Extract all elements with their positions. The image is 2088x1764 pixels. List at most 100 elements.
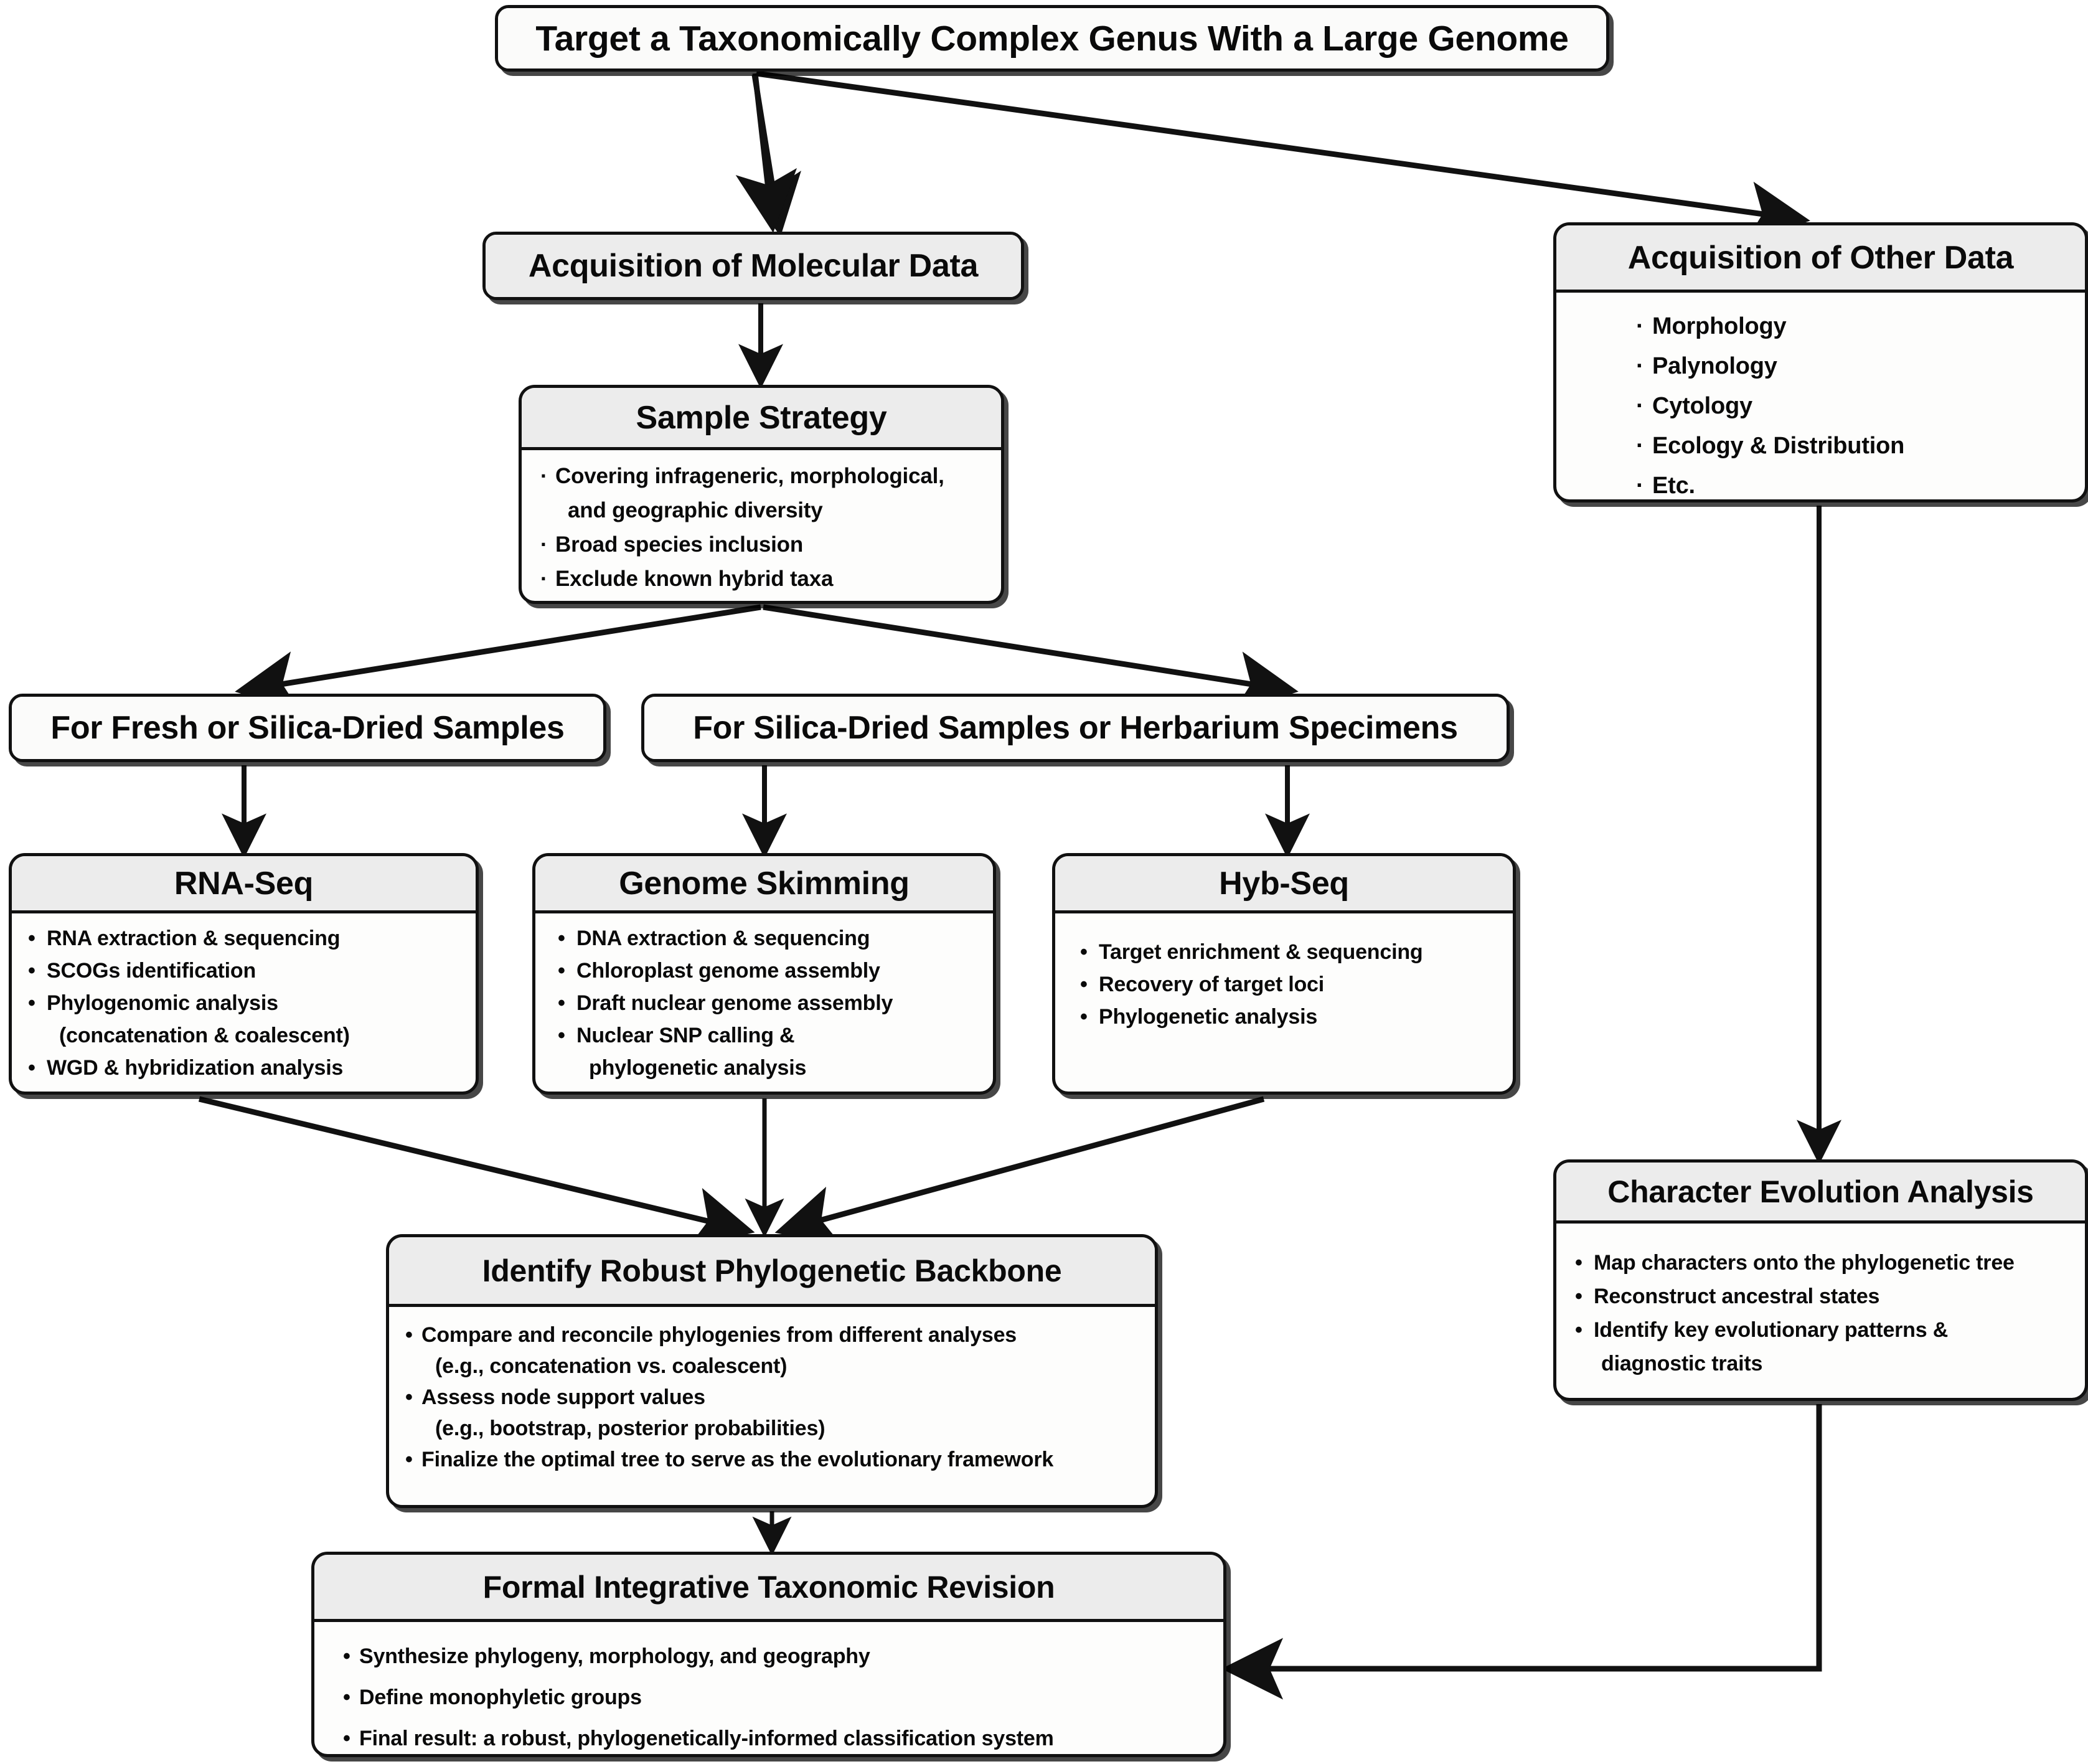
bullet-marker: •	[1575, 1251, 1582, 1275]
node-target-genus[interactable]: Target a Taxonomically Complex Genus Wit…	[495, 5, 1609, 72]
edge-sample-to-fresh	[235, 604, 761, 713]
node-other-data-body: · Morphology · Palynology · Cytology ·Ecolo…	[1556, 293, 2085, 499]
bullet-marker: ·	[1636, 353, 1644, 379]
edge-sample-to-silica	[763, 604, 1299, 713]
node-character-evolution-label: Character Evolution Analysis	[1556, 1163, 2085, 1224]
character-evolution-list: • Map characters onto the phylogenetic tr…	[1570, 1246, 2077, 1380]
list-item-continuation: phylogenetic analysis	[589, 1056, 807, 1080]
node-rna-seq-body: •RNA extraction & sequencing •SCOGs iden…	[12, 913, 476, 1084]
node-rna-seq-label: RNA-Seq	[12, 856, 476, 913]
list-item: •Target enrichment & sequencing	[1075, 936, 1504, 968]
node-acquisition-molecular-data[interactable]: Acquisition of Molecular Data	[482, 232, 1024, 300]
bullet-marker: •	[343, 1686, 350, 1709]
bullet-marker: •	[1080, 1005, 1088, 1029]
list-item: • Reconstruct ancestral states	[1570, 1280, 2077, 1313]
list-item-continuation: (concatenation & coalescent)	[59, 1024, 350, 1047]
list-item: •SCOGs identification	[23, 955, 467, 987]
list-item-text: Map characters onto the phylogenetic tre…	[1594, 1251, 2015, 1275]
edge-title-to-molecular	[753, 73, 775, 187]
node-hyb-seq[interactable]: Hyb-Seq •Target enrichment & sequencing …	[1052, 853, 1516, 1095]
list-item-text: Phylogenetic analysis	[1099, 1005, 1318, 1029]
list-item: •Finalize the optimal tree to serve as t…	[400, 1444, 1145, 1475]
list-item-continuation: diagnostic traits	[1601, 1352, 1763, 1375]
bullet-marker: •	[405, 1323, 413, 1347]
list-item: • Map characters onto the phylogenetic tr…	[1570, 1246, 2077, 1280]
list-item-text: Target enrichment & sequencing	[1099, 940, 1423, 964]
list-item-text: Phylogenomic analysis	[47, 991, 278, 1015]
list-item: • Compare and reconcile phylogenies from …	[400, 1319, 1145, 1382]
node-for-fresh-or-silica-dried-samples[interactable]: For Fresh or Silica-Dried Samples	[9, 694, 606, 762]
node-identify-robust-phylogenetic-backbone[interactable]: Identify Robust Phylogenetic Backbone • C…	[386, 1234, 1158, 1508]
list-item-text: Cytology	[1652, 393, 1752, 419]
list-item-text: Morphology	[1652, 313, 1787, 339]
list-item: • Phylogenomic analysis (concatenation & c…	[23, 987, 467, 1052]
list-item: •Chloroplast genome assembly	[553, 955, 984, 987]
list-item-text: Draft nuclear genome assembly	[576, 991, 893, 1015]
list-item: •Synthesize phylogeny, morphology, and g…	[338, 1636, 1213, 1677]
node-acquisition-other-data[interactable]: Acquisition of Other Data ·Morphology ·P…	[1553, 222, 2088, 502]
list-item: · Palynology	[1631, 346, 2069, 386]
bullet-marker: •	[28, 927, 35, 950]
node-silica-label: For Silica-Dried Samples or Herbarium Sp…	[644, 697, 1507, 759]
node-sample-strategy[interactable]: Sample Strategy ·Covering infrageneric, …	[519, 385, 1004, 604]
list-item-continuation: (e.g., concatenation vs. coalescent)	[435, 1354, 788, 1378]
node-molecular-label: Acquisition of Molecular Data	[486, 235, 1021, 297]
sample-strategy-list: ·Covering infrageneric, morphological,an…	[535, 459, 987, 596]
list-item: ·Etc.	[1631, 466, 2069, 499]
bullet-marker: •	[343, 1727, 350, 1750]
list-item: •Recovery of target loci	[1075, 968, 1504, 1001]
list-item-text: Nuclear SNP calling &	[576, 1024, 795, 1047]
bullet-marker: •	[1575, 1285, 1582, 1308]
list-item: •Draft nuclear genome assembly	[553, 987, 984, 1019]
rna-seq-list: •RNA extraction & sequencing •SCOGs iden…	[23, 922, 467, 1084]
list-item: ·Ecology & Distribution	[1631, 426, 2069, 466]
list-item-text: Identify key evolutionary patterns &	[1594, 1318, 1949, 1342]
list-item-text: Exclude known hybrid taxa	[555, 567, 834, 591]
list-item: •DNA extraction & sequencing	[553, 922, 984, 955]
list-item-continuation: and geographic diversity	[568, 498, 823, 522]
node-sample-strategy-body: ·Covering infrageneric, morphological,an…	[522, 450, 1001, 596]
list-item: •Final result: a robust, phylogeneticall…	[338, 1718, 1213, 1754]
list-item: ·Exclude known hybrid taxa	[535, 562, 987, 596]
list-item: · Morphology	[1631, 306, 2069, 346]
bullet-marker: ·	[1636, 313, 1644, 339]
edge-hybseq-to-backbone	[774, 1096, 1265, 1247]
bullet-marker: •	[405, 1385, 413, 1409]
node-rna-seq[interactable]: RNA-Seq •RNA extraction & sequencing •SC…	[9, 853, 479, 1095]
node-character-evolution-body: • Map characters onto the phylogenetic tr…	[1556, 1224, 2085, 1380]
list-item-text: Compare and reconcile phylogenies from d…	[421, 1323, 1017, 1347]
node-hyb-seq-body: •Target enrichment & sequencing •Recover…	[1055, 913, 1513, 1033]
title-to-molecular	[753, 73, 756, 75]
node-sample-strategy-label: Sample Strategy	[522, 388, 1001, 450]
list-item: ·Broad species inclusion	[535, 527, 987, 562]
list-item-continuation: (e.g., bootstrap, posterior probabilitie…	[435, 1417, 825, 1440]
list-item-text: RNA extraction & sequencing	[47, 927, 341, 950]
edge-character-to-revision	[1221, 1404, 1822, 1700]
node-hyb-seq-label: Hyb-Seq	[1055, 856, 1513, 913]
revision-list: •Synthesize phylogeny, morphology, and g…	[338, 1636, 1213, 1754]
node-backbone-label: Identify Robust Phylogenetic Backbone	[389, 1237, 1155, 1307]
bullet-marker: •	[558, 927, 565, 950]
node-character-evolution-analysis[interactable]: Character Evolution Analysis • Map charac…	[1553, 1159, 2088, 1401]
bullet-marker: •	[1080, 973, 1088, 996]
node-formal-integrative-taxonomic-revision[interactable]: Formal Integrative Taxonomic Revision •S…	[311, 1552, 1226, 1757]
bullet-marker: •	[28, 1056, 35, 1080]
bullet-marker: ·	[1636, 473, 1644, 499]
list-item-text: Covering infrageneric, morphological,	[555, 464, 944, 488]
list-item-text: Reconstruct ancestral states	[1594, 1285, 1880, 1308]
node-fresh-label: For Fresh or Silica-Dried Samples	[12, 697, 603, 759]
list-item-text: Assess node support values	[421, 1385, 705, 1409]
bullet-marker: •	[1575, 1318, 1582, 1342]
node-for-silica-dried-or-herbarium[interactable]: For Silica-Dried Samples or Herbarium Sp…	[641, 694, 1510, 762]
list-item-text: Chloroplast genome assembly	[576, 959, 880, 983]
node-genome-skimming[interactable]: Genome Skimming •DNA extraction & sequen…	[532, 853, 996, 1095]
bullet-marker: •	[28, 991, 35, 1015]
list-item-text: SCOGs identification	[47, 959, 256, 983]
list-item-text: Palynology	[1652, 353, 1777, 379]
list-item-text: Finalize the optimal tree to serve as th…	[421, 1448, 1054, 1471]
other-data-list: · Morphology · Palynology · Cytology ·Ecolo…	[1631, 306, 2069, 499]
list-item-text: Define monophyletic groups	[359, 1686, 642, 1709]
list-item: • Identify key evolutionary patterns & dia…	[1570, 1313, 2077, 1380]
list-item: • Phylogenetic analysis	[1075, 1001, 1504, 1033]
